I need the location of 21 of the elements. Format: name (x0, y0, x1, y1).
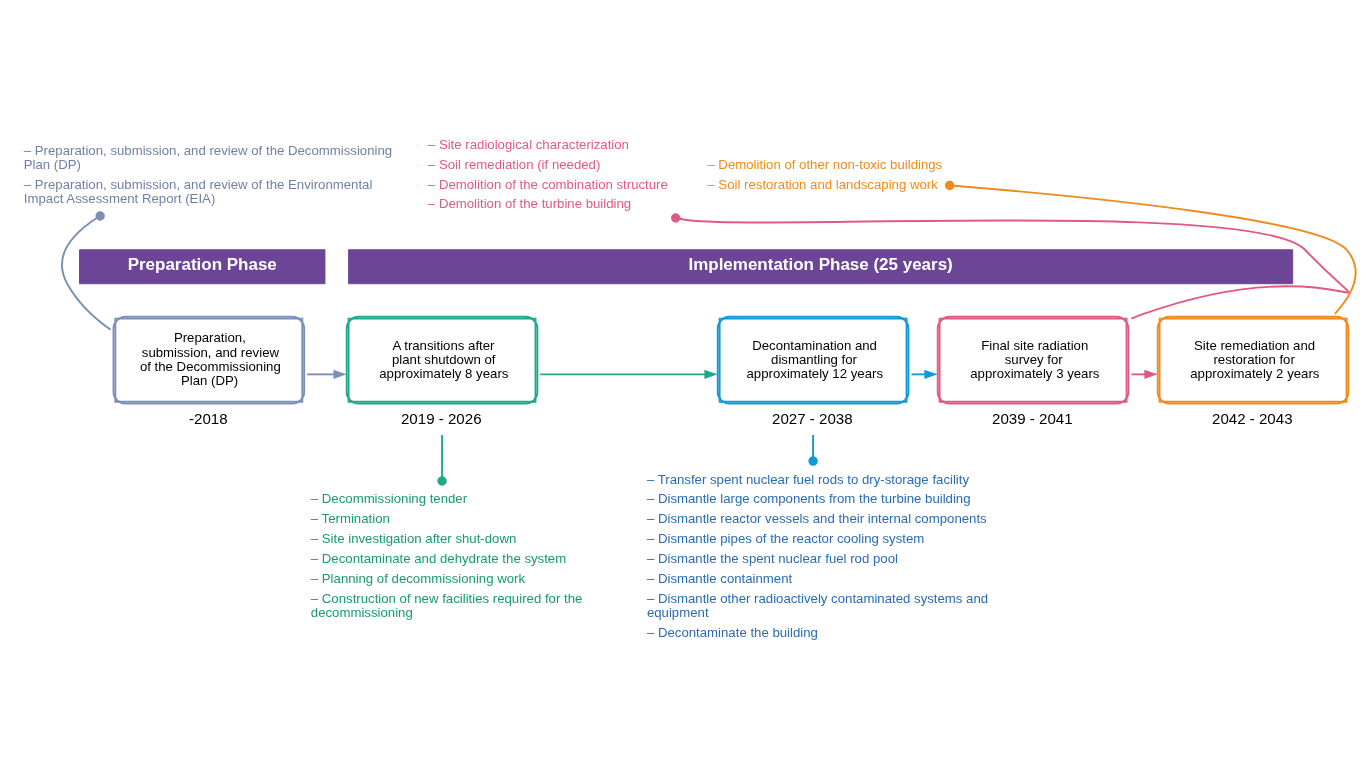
arrow (1130, 369, 1158, 379)
node-text: – Demolition of other non-toxic buildings – Soil restoration and landscaping work (707, 156, 943, 192)
node-text: – Site radiological characterization – Soil remediation (if needed) – Demolition of the combination structure – Demolition of the turbine building (427, 136, 668, 212)
arrow (306, 369, 347, 379)
node-label: 2027 - 2038 (772, 410, 853, 428)
node-box: Preparation Phase (79, 249, 326, 285)
connector (61, 211, 112, 331)
connector (944, 180, 1357, 315)
connector (437, 434, 447, 486)
node-text: – Preparation, submission, and review of the Decommissioning Plan (DP) – Preparation, submission, and review of the Environmental Impact Assessment Report (EIA) (23, 142, 393, 206)
node-label: -2018 (189, 410, 228, 428)
connector (808, 434, 818, 466)
node-box: Implementation Phase (25 years) (348, 249, 1294, 285)
arrow (910, 369, 938, 379)
node-text: – Decommissioning tender – Termination – Site investigation after shut-down – Decontaminate and dehydrate the system – Planning of decommissioning work – Construction of new facilities required for the decommissioning (310, 491, 583, 620)
node-label: 2039 - 2041 (992, 410, 1073, 428)
connector (671, 213, 1350, 320)
node-label: 2042 - 2043 (1211, 410, 1293, 428)
node-text: – Transfer spent nuclear fuel rods to dry-storage facility – Dismantle large components from the turbine building – Dismantle reactor vessels and their internal components – Dismantle pipes of the reactor cooling system – Dismantle the spent nuclear fuel rod pool – Dismantle containment – Dismantle other radioactively contaminated systems and equipment – Decontaminate the building (646, 471, 989, 640)
node-label: 2019 - 2026 (400, 410, 482, 428)
arrow (539, 369, 718, 379)
